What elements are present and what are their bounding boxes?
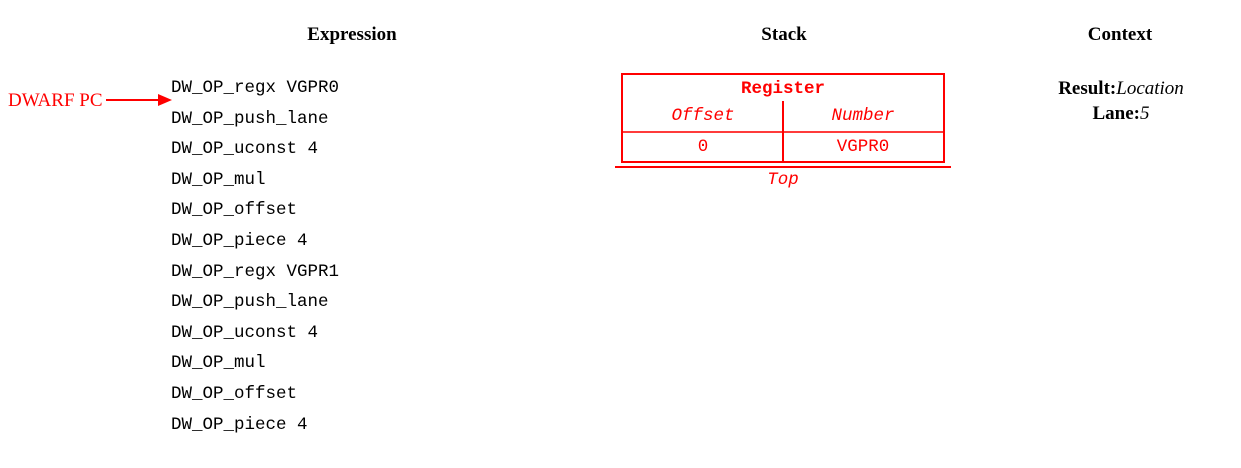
- stack-cell-offset: 0: [697, 137, 709, 157]
- expression-line: DW_OP_offset: [171, 383, 298, 404]
- expression-line: DW_OP_uconst 4: [171, 139, 319, 160]
- stack-table-title: Register: [740, 79, 825, 99]
- stack-base-rule: [615, 166, 951, 168]
- context-key-result: Result:: [1058, 78, 1117, 99]
- context-value-lane: 5: [1140, 103, 1150, 124]
- context-area: Result:Location Lane:5: [1009, 76, 1233, 126]
- expression-line: DW_OP_offset: [171, 200, 298, 221]
- stack-cell-number: VGPR0: [836, 137, 890, 157]
- expression-line: DW_OP_regx VGPR1: [171, 261, 340, 282]
- expression-line: DW_OP_mul: [171, 353, 266, 374]
- table-row: 0 VGPR0: [623, 133, 943, 161]
- arrow-head: [157, 94, 172, 106]
- expression-line: DW_OP_push_lane: [171, 292, 329, 313]
- expression-line: DW_OP_push_lane: [171, 108, 329, 129]
- expression-line: DW_OP_piece 4: [171, 414, 308, 435]
- context-value-result: Location: [1116, 78, 1184, 99]
- stack-area: Register Offset Number 0 VGPR0 Top: [615, 73, 951, 190]
- stack-table: Register Offset Number 0 VGPR0: [621, 73, 945, 163]
- expression-line: DW_OP_regx VGPR0: [171, 78, 340, 98]
- expression-listing: DW_OP_regx VGPR0 DW_OP_push_lane DW_OP_u…: [171, 73, 339, 440]
- column-header-stack: Stack: [761, 24, 807, 45]
- expression-line: DW_OP_piece 4: [171, 230, 308, 251]
- stack-top-label: Top: [767, 170, 799, 190]
- stack-column-divider: [782, 101, 784, 161]
- dwarf-pc-label: DWARF PC: [8, 89, 103, 111]
- context-entry-result: Result:Location: [1009, 76, 1233, 101]
- column-header-context: Context: [1087, 24, 1153, 45]
- stack-column-header-number: Number: [831, 106, 895, 126]
- context-key-lane: Lane:: [1092, 103, 1141, 124]
- arrow-shaft: [105, 99, 160, 101]
- stack-table-column-headers: Offset Number: [623, 101, 943, 131]
- stack-column-header-offset: Offset: [671, 106, 735, 126]
- dwarf-pc-pointer: DWARF PC: [0, 86, 172, 114]
- expression-line: DW_OP_uconst 4: [171, 322, 319, 343]
- right-arrow-icon: [105, 94, 172, 106]
- context-entry-lane: Lane:5: [1009, 101, 1233, 126]
- expression-line: DW_OP_mul: [171, 169, 266, 190]
- column-header-expression: Expression: [307, 24, 397, 45]
